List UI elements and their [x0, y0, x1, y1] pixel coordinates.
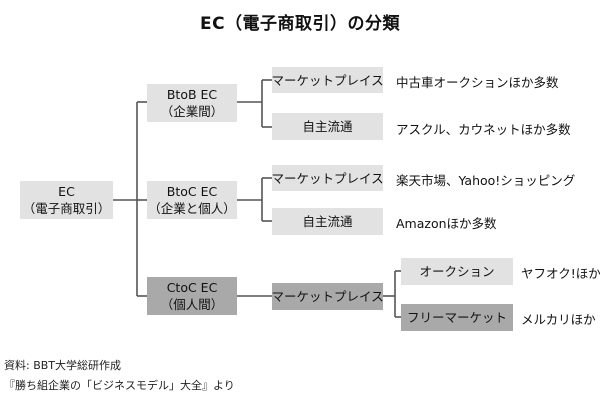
channel-btob-marketplace: マーケットプレイス — [271, 67, 384, 93]
channel-btoc-direct: 自主流通 — [272, 208, 383, 235]
category-btob-line1: BtoB EC — [166, 87, 218, 102]
root-node-line2: （電子商取引） — [22, 201, 111, 216]
diagram-title: EC（電子商取引）の分類 — [199, 14, 401, 34]
category-btoc: BtoC EC （企業と個人） — [147, 181, 237, 219]
example-btob-marketplace: 中古車オークションほか多数 — [396, 75, 559, 90]
channel-btoc-marketplace-label: マーケットプレイス — [271, 170, 384, 186]
subtype-flea-market-label: フリーマーケット — [406, 310, 507, 325]
channel-btob-direct-label: 自主流通 — [302, 119, 353, 134]
subtype-auction-label: オークション — [419, 264, 495, 279]
example-btoc-direct: Amazonほか多数 — [396, 216, 497, 231]
example-btoc-marketplace: 楽天市場、Yahoo!ショッピング — [396, 173, 576, 188]
example-btob-direct: アスクル、カウネットほか多数 — [396, 122, 571, 137]
channel-ctoc-marketplace: マーケットプレイス — [271, 283, 384, 310]
channel-ctoc-marketplace-label: マーケットプレイス — [271, 289, 384, 304]
category-ctoc-line1: CtoC EC — [166, 280, 218, 295]
root-node-line1: EC — [58, 184, 75, 199]
channel-btob-marketplace-label: マーケットプレイス — [271, 72, 384, 88]
category-btoc-line2: （企業と個人） — [148, 201, 236, 216]
channel-btob-direct: 自主流通 — [272, 113, 383, 140]
example-flea-market: メルカリほか — [521, 312, 596, 327]
channel-btoc-marketplace: マーケットプレイス — [271, 165, 384, 191]
category-ctoc: CtoC EC （個人間） — [147, 277, 237, 315]
source-note: 資料: BBT大学総研作成 — [4, 359, 122, 372]
category-ctoc-line2: （個人間） — [160, 297, 224, 312]
subtype-auction: オークション — [401, 258, 513, 285]
category-btob: BtoB EC （企業間） — [147, 84, 237, 122]
subtype-flea-market: フリーマーケット — [401, 304, 513, 331]
root-node-ec: EC （電子商取引） — [20, 181, 113, 219]
example-auction: ヤフオク!ほか — [521, 266, 600, 281]
category-btob-line2: （企業間） — [160, 104, 224, 119]
category-btoc-line1: BtoC EC — [166, 184, 218, 199]
source-book-note: 『勝ち組企業の「ビジネスモデル」大全』より — [4, 379, 235, 392]
channel-btoc-direct-label: 自主流通 — [302, 214, 353, 229]
